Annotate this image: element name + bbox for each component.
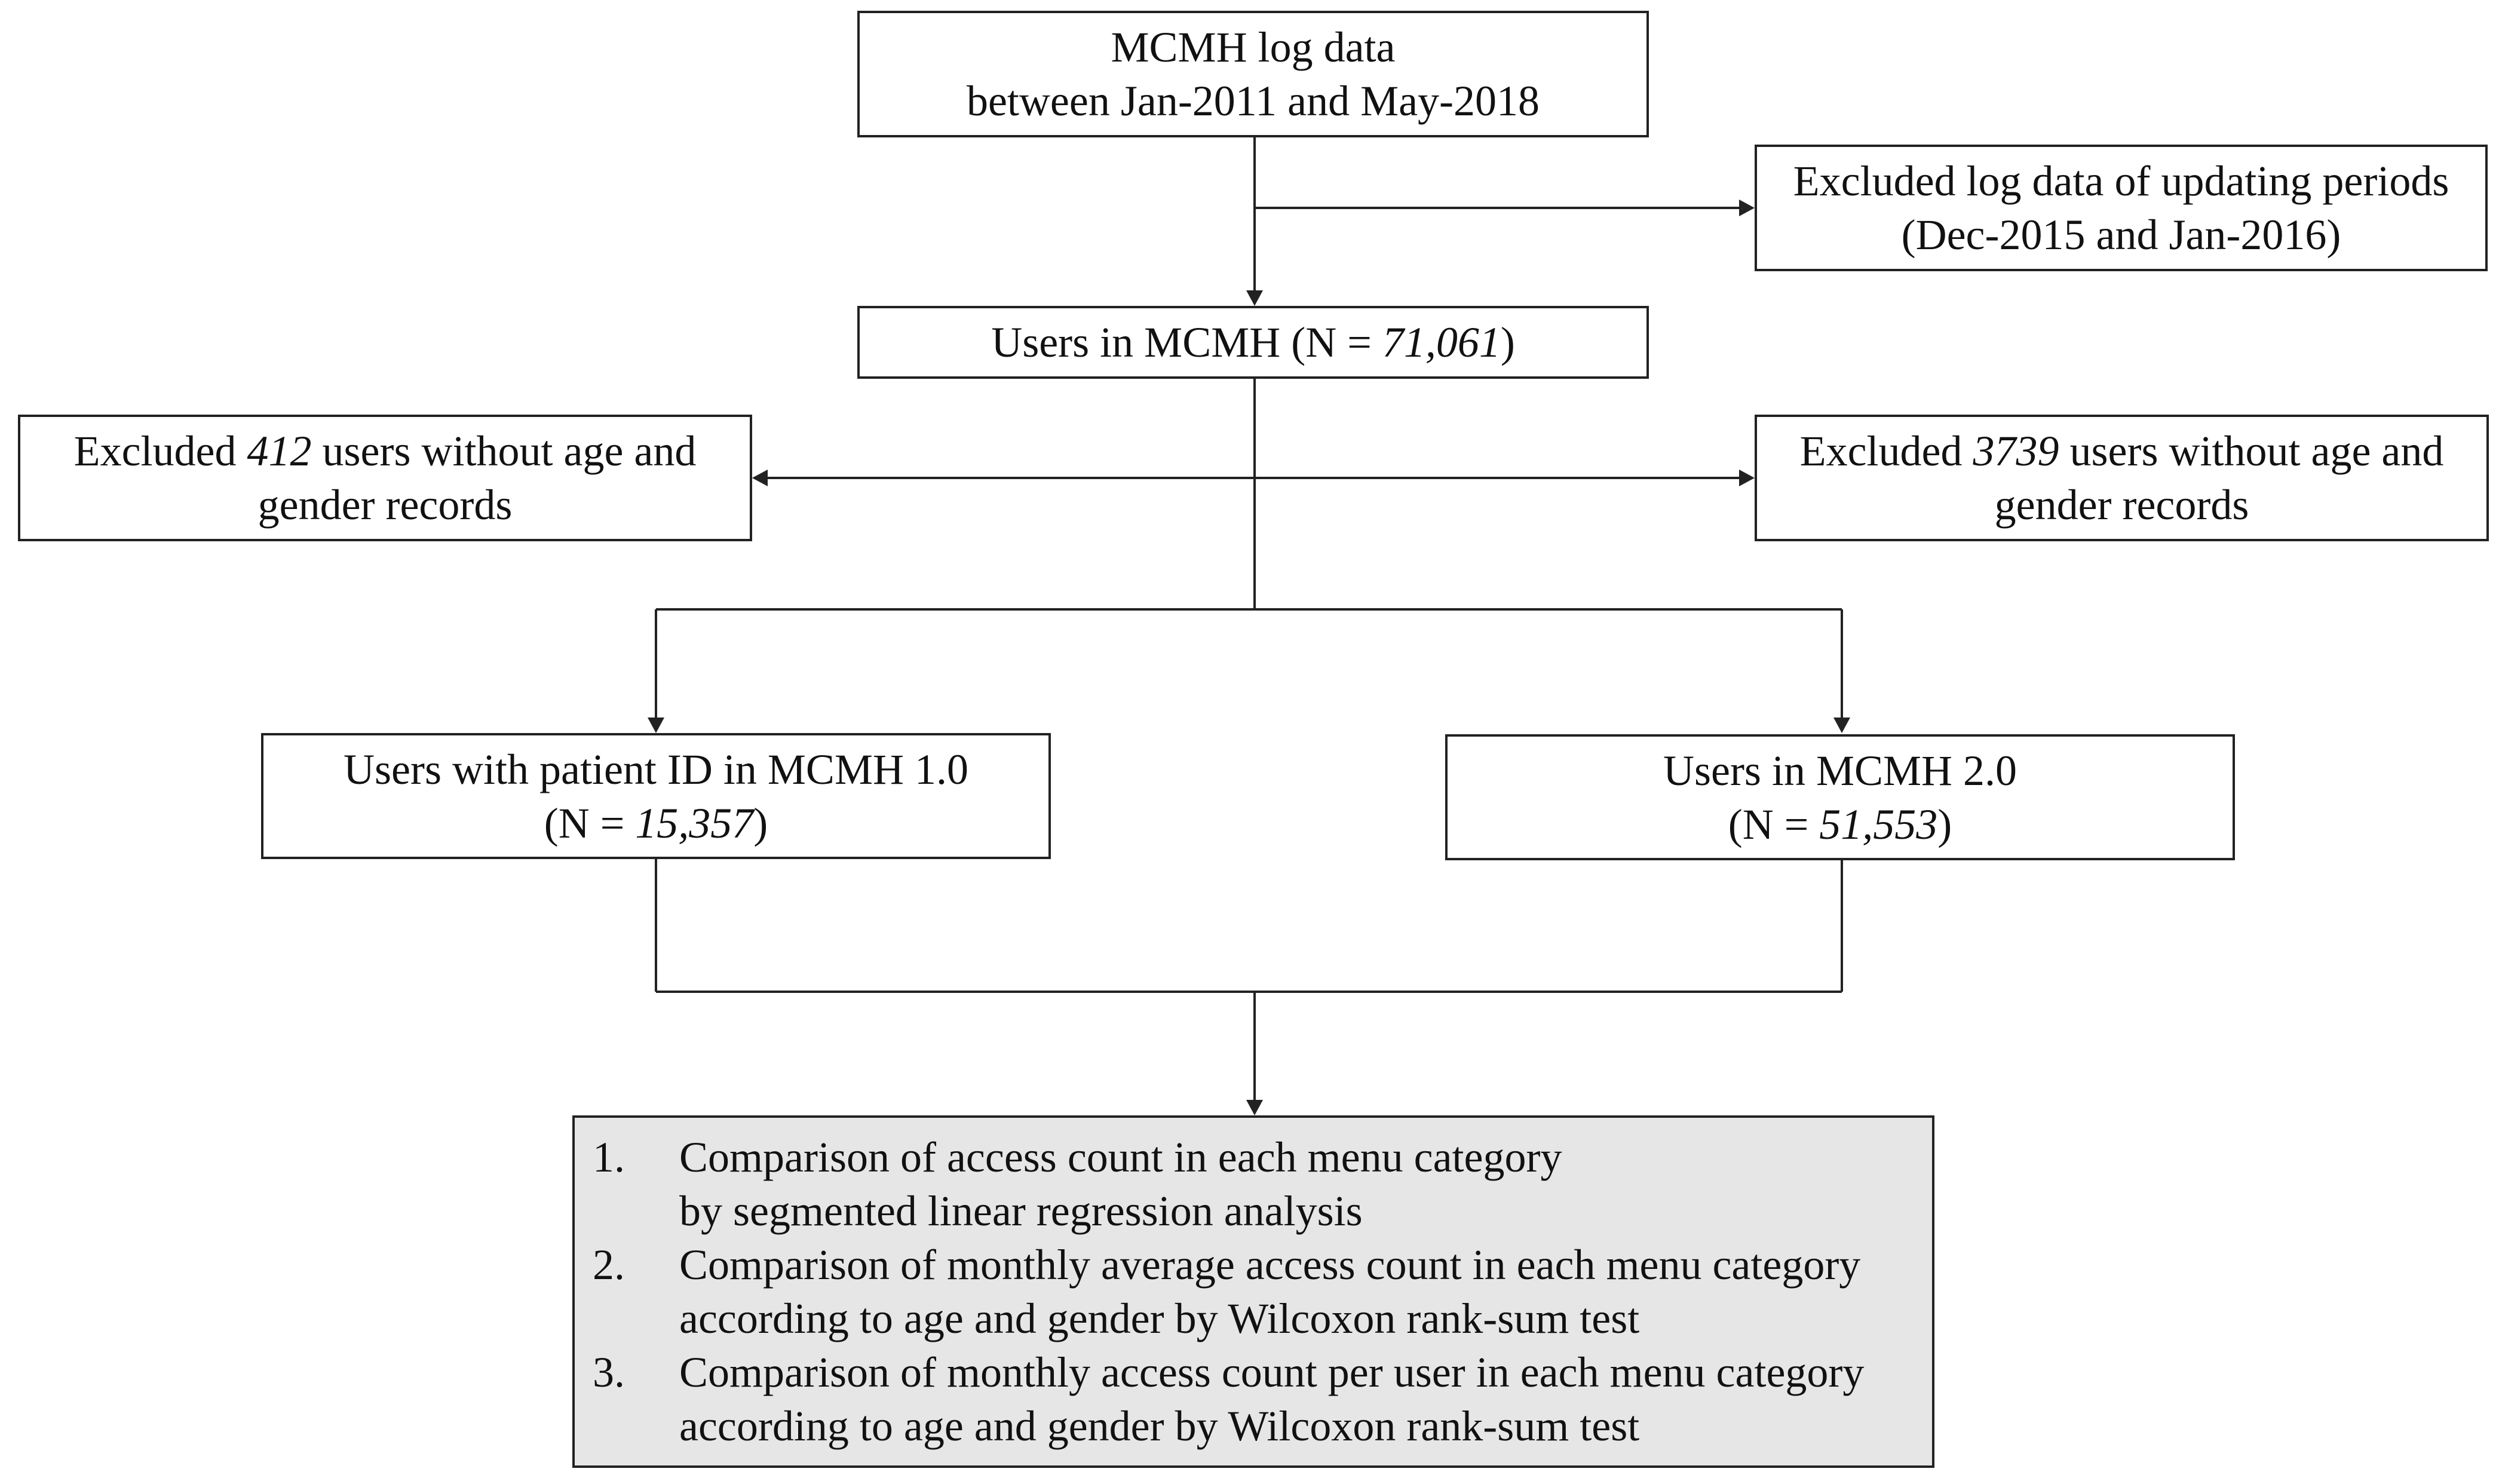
analysis-item-line2: according to age and gender by Wilcoxon … [679,1402,1640,1450]
mcmh1-count: 15,357 [635,799,754,847]
excluded-left-suffix: users without age and [311,427,697,475]
arrowhead-excluded-right [1739,470,1755,486]
excluded-right-prefix: Excluded [1799,427,1973,475]
users-box: Users in MCMH (N = 71,061) [857,306,1649,379]
excluded-right-suffix: users without age and [2059,427,2444,475]
excluded-left-box: Excluded 412 users without age and gende… [18,415,752,541]
arrowhead-analysis [1246,1100,1263,1115]
mcmh2-box: Users in MCMH 2.0 (N = 51,553) [1445,734,2235,860]
excluded-right-line2: gender records [1994,481,2249,529]
excluded-update-line2: (Dec-2015 and Jan-2016) [1901,211,2341,259]
mcmh1-line1: Users with patient ID in MCMH 1.0 [344,745,968,793]
analysis-item: 1. Comparison of access count in each me… [593,1130,1562,1238]
excluded-right-box: Excluded 3739 users without age and gend… [1755,415,2489,541]
mcmh1-line2: (N = 15,357) [544,796,768,850]
arrowhead-mcmh1 [648,718,664,733]
analysis-item-line1: Comparison of monthly access count per u… [679,1348,1865,1396]
analysis-item-line1: Comparison of access count in each menu … [679,1133,1562,1181]
users-prefix: Users in MCMH (N = [991,318,1382,366]
mcmh1-prefix: (N = [544,799,636,847]
mcmh2-line2: (N = 51,553) [1728,798,1952,851]
mcmh1-box: Users with patient ID in MCMH 1.0 (N = 1… [261,733,1051,859]
source-line1: MCMH log data [1111,23,1396,71]
analysis-item-number: 3. [593,1348,625,1396]
analysis-item: 3. Comparison of monthly access count pe… [593,1345,1864,1453]
arrowhead-excluded-left [752,470,768,486]
analysis-item-number: 1. [593,1133,625,1181]
excluded-right-count: 3739 [1973,427,2059,475]
excluded-right-line1: Excluded 3739 users without age and [1800,424,2444,478]
mcmh1-suffix: ) [753,799,768,847]
source-box: MCMH log data between Jan-2011 and May-2… [857,11,1649,137]
analysis-box: 1. Comparison of access count in each me… [572,1115,1934,1468]
mcmh2-line1: Users in MCMH 2.0 [1663,746,2017,795]
arrowhead-excluded-update [1739,200,1755,216]
source-line2: between Jan-2011 and May-2018 [966,77,1540,125]
analysis-item-line2: according to age and gender by Wilcoxon … [679,1295,1640,1342]
excluded-update-box: Excluded log data of updating periods (D… [1755,145,2488,271]
excluded-left-prefix: Excluded [73,427,247,475]
excluded-left-line1: Excluded 412 users without age and [74,424,697,478]
arrowhead-users [1246,290,1263,306]
users-line: Users in MCMH (N = 71,061) [991,315,1515,369]
arrowhead-mcmh2 [1833,718,1850,733]
analysis-item-line2: by segmented linear regression analysis [679,1187,1363,1235]
excluded-left-count: 412 [247,427,312,475]
mcmh2-prefix: (N = [1728,800,1820,848]
analysis-item: 2. Comparison of monthly average access … [593,1238,1860,1345]
users-count: 71,061 [1382,318,1501,366]
mcmh2-count: 51,553 [1819,800,1938,848]
excluded-left-line2: gender records [257,481,513,529]
mcmh2-suffix: ) [1937,800,1952,848]
users-suffix: ) [1500,318,1515,366]
analysis-item-number: 2. [593,1241,625,1289]
analysis-item-line1: Comparison of monthly average access cou… [679,1241,1861,1289]
excluded-update-line1: Excluded log data of updating periods [1793,157,2449,205]
